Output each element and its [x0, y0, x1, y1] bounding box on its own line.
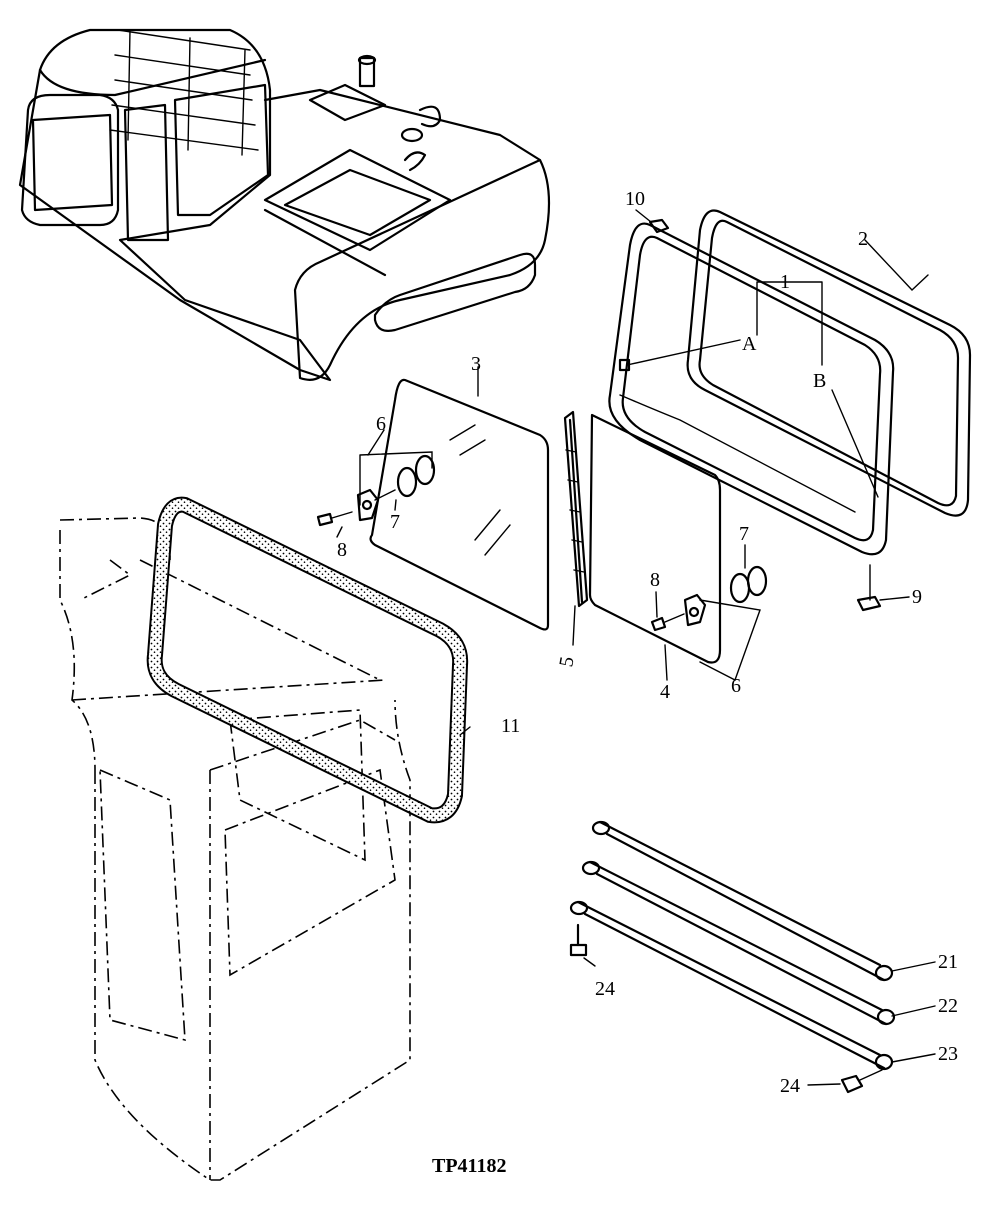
callout-8-right: 8	[650, 569, 660, 591]
excavator-upper-structure	[18, 28, 551, 382]
part-3-glass-panel	[369, 378, 550, 631]
callout-23: 23	[938, 1043, 958, 1065]
callout-9: 9	[912, 586, 922, 608]
part-22-rod	[581, 860, 896, 1026]
callout-11: 11	[501, 715, 520, 737]
part-5-weather-strip	[563, 410, 589, 608]
callout-10: 10	[625, 188, 645, 210]
part-21-rod	[591, 820, 894, 982]
callout-22: 22	[938, 995, 958, 1017]
leader-lines	[336, 209, 936, 1086]
part-23-rod	[569, 900, 894, 1071]
callout-1: 1	[780, 271, 790, 293]
part-1-window-frame	[608, 222, 895, 556]
callout-5: 5	[555, 655, 578, 669]
callout-labels: 10 2 1 A B 3 6 7 8 7 8 9 5 4 6 11 21 22 …	[337, 188, 958, 1097]
callout-21: 21	[938, 951, 958, 973]
bolt-24-upper	[569, 923, 596, 967]
callout-6-right: 6	[731, 675, 741, 697]
part-10-stopper	[648, 218, 670, 234]
latch-hardware-left	[316, 451, 436, 527]
part-4-sliding-panel	[588, 413, 761, 681]
callout-4: 4	[660, 681, 670, 703]
callout-7-left: 7	[390, 511, 400, 533]
callout-B: B	[813, 370, 826, 392]
part-11-window-seal	[146, 496, 469, 824]
callout-7-right: 7	[739, 523, 749, 545]
callout-3: 3	[471, 353, 481, 375]
callout-8-left: 8	[337, 539, 347, 561]
part-2-outer-seal	[686, 209, 972, 517]
part-9-stopper	[856, 564, 882, 612]
callout-24-upper: 24	[595, 978, 615, 1000]
callout-24-lower: 24	[780, 1075, 800, 1097]
bolt-24-lower	[840, 1069, 883, 1094]
callout-A: A	[742, 333, 757, 355]
callout-6-left: 6	[376, 413, 386, 435]
figure-id: TP41182	[432, 1155, 506, 1177]
cab-frame	[59, 517, 411, 1181]
latch-hardware-right	[650, 565, 768, 632]
callout-2: 2	[858, 228, 868, 250]
